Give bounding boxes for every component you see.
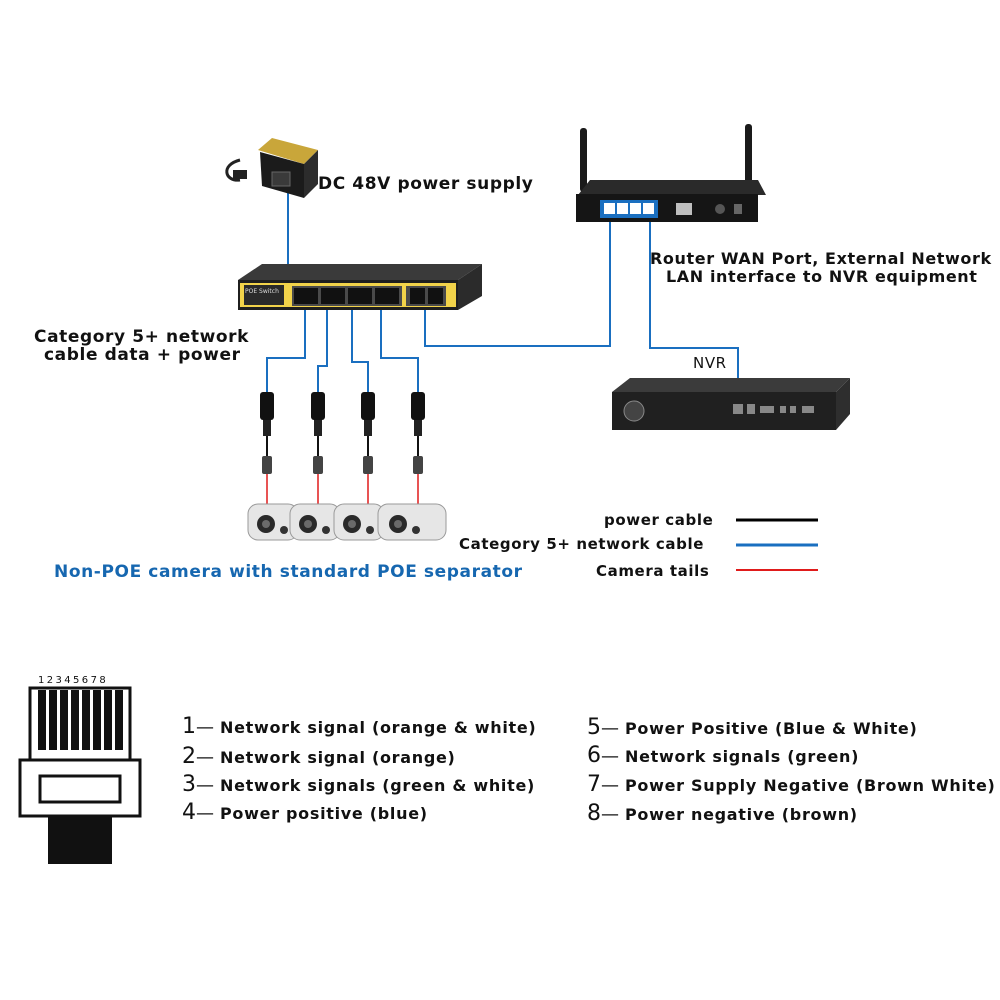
pin-row-7: 7—Power Supply Negative (Brown White) bbox=[587, 772, 996, 797]
router-lan-label: LAN interface to NVR equipment bbox=[666, 267, 978, 286]
network-cables bbox=[266, 192, 739, 408]
pin-row-5: 5—Power Positive (Blue & White) bbox=[587, 715, 918, 740]
pin-description: Network signal (orange) bbox=[220, 748, 456, 767]
camera-3 bbox=[333, 503, 385, 541]
poe-separator-4 bbox=[411, 392, 425, 506]
pin-row-6: 6—Network signals (green) bbox=[587, 743, 860, 768]
pin-number: 6 bbox=[587, 743, 601, 768]
cable-note-line-2: cable data + power bbox=[44, 345, 241, 365]
router-label: Router WAN Port, External Network bbox=[650, 249, 992, 268]
cable-cam2 bbox=[317, 308, 328, 392]
pin-row-1: 1—Network signal (orange & white) bbox=[182, 714, 537, 739]
pin-row-3: 3—Network signals (green & white) bbox=[182, 772, 536, 797]
pin-number: 4 bbox=[182, 800, 196, 825]
camera-2 bbox=[289, 503, 341, 541]
pin-number: 3 bbox=[182, 772, 196, 797]
pin-description: Power Positive (Blue & White) bbox=[625, 719, 918, 738]
rj45-connector bbox=[18, 686, 142, 864]
connector-pin-numbers: 12345678 bbox=[38, 675, 109, 686]
pin-description: Network signal (orange & white) bbox=[220, 718, 537, 737]
router bbox=[576, 124, 766, 222]
legend-label-power: power cable bbox=[604, 511, 714, 529]
power-supply bbox=[225, 138, 318, 198]
pin-number: 1 bbox=[182, 714, 196, 739]
cameras bbox=[247, 503, 447, 541]
legend-label-network: Category 5+ network cable bbox=[459, 535, 704, 553]
pin-number: 7 bbox=[587, 772, 601, 797]
camera-1 bbox=[247, 503, 299, 541]
poe-separators bbox=[260, 392, 425, 506]
pin-description: Network signals (green) bbox=[625, 747, 860, 766]
pin-description: Power Supply Negative (Brown White) bbox=[625, 776, 996, 795]
switch-badge: POE Switch bbox=[245, 288, 279, 295]
poe-separator-3 bbox=[361, 392, 375, 506]
cable-cam4 bbox=[380, 308, 419, 392]
cameras-caption: Non-POE camera with standard POE separat… bbox=[54, 562, 523, 582]
pin-description: Network signals (green & white) bbox=[220, 776, 536, 795]
cable-switch-to-router bbox=[424, 222, 611, 347]
pin-number: 8 bbox=[587, 801, 601, 826]
poe-separator-1 bbox=[260, 392, 274, 506]
nvr-label: NVR bbox=[693, 354, 727, 372]
pin-row-2: 2—Network signal (orange) bbox=[182, 744, 456, 769]
pin-row-8: 8—Power negative (brown) bbox=[587, 801, 858, 826]
pin-number: 5 bbox=[587, 715, 601, 740]
cable-note-line-1: Category 5+ network bbox=[34, 327, 250, 347]
nvr bbox=[612, 378, 850, 430]
legend-label-tails: Camera tails bbox=[596, 562, 710, 580]
power-supply-label: DC 48V power supply bbox=[318, 174, 534, 194]
poe-switch bbox=[238, 264, 482, 310]
pin-number: 2 bbox=[182, 744, 196, 769]
cable-cam3 bbox=[351, 308, 369, 392]
camera-4 bbox=[377, 503, 447, 541]
legend-lines bbox=[736, 518, 818, 571]
cable-cam1 bbox=[266, 308, 306, 392]
pin-row-4: 4—Power positive (blue) bbox=[182, 800, 428, 825]
pin-description: Power positive (blue) bbox=[220, 804, 428, 823]
pin-description: Power negative (brown) bbox=[625, 805, 858, 824]
poe-separator-2 bbox=[311, 392, 325, 506]
